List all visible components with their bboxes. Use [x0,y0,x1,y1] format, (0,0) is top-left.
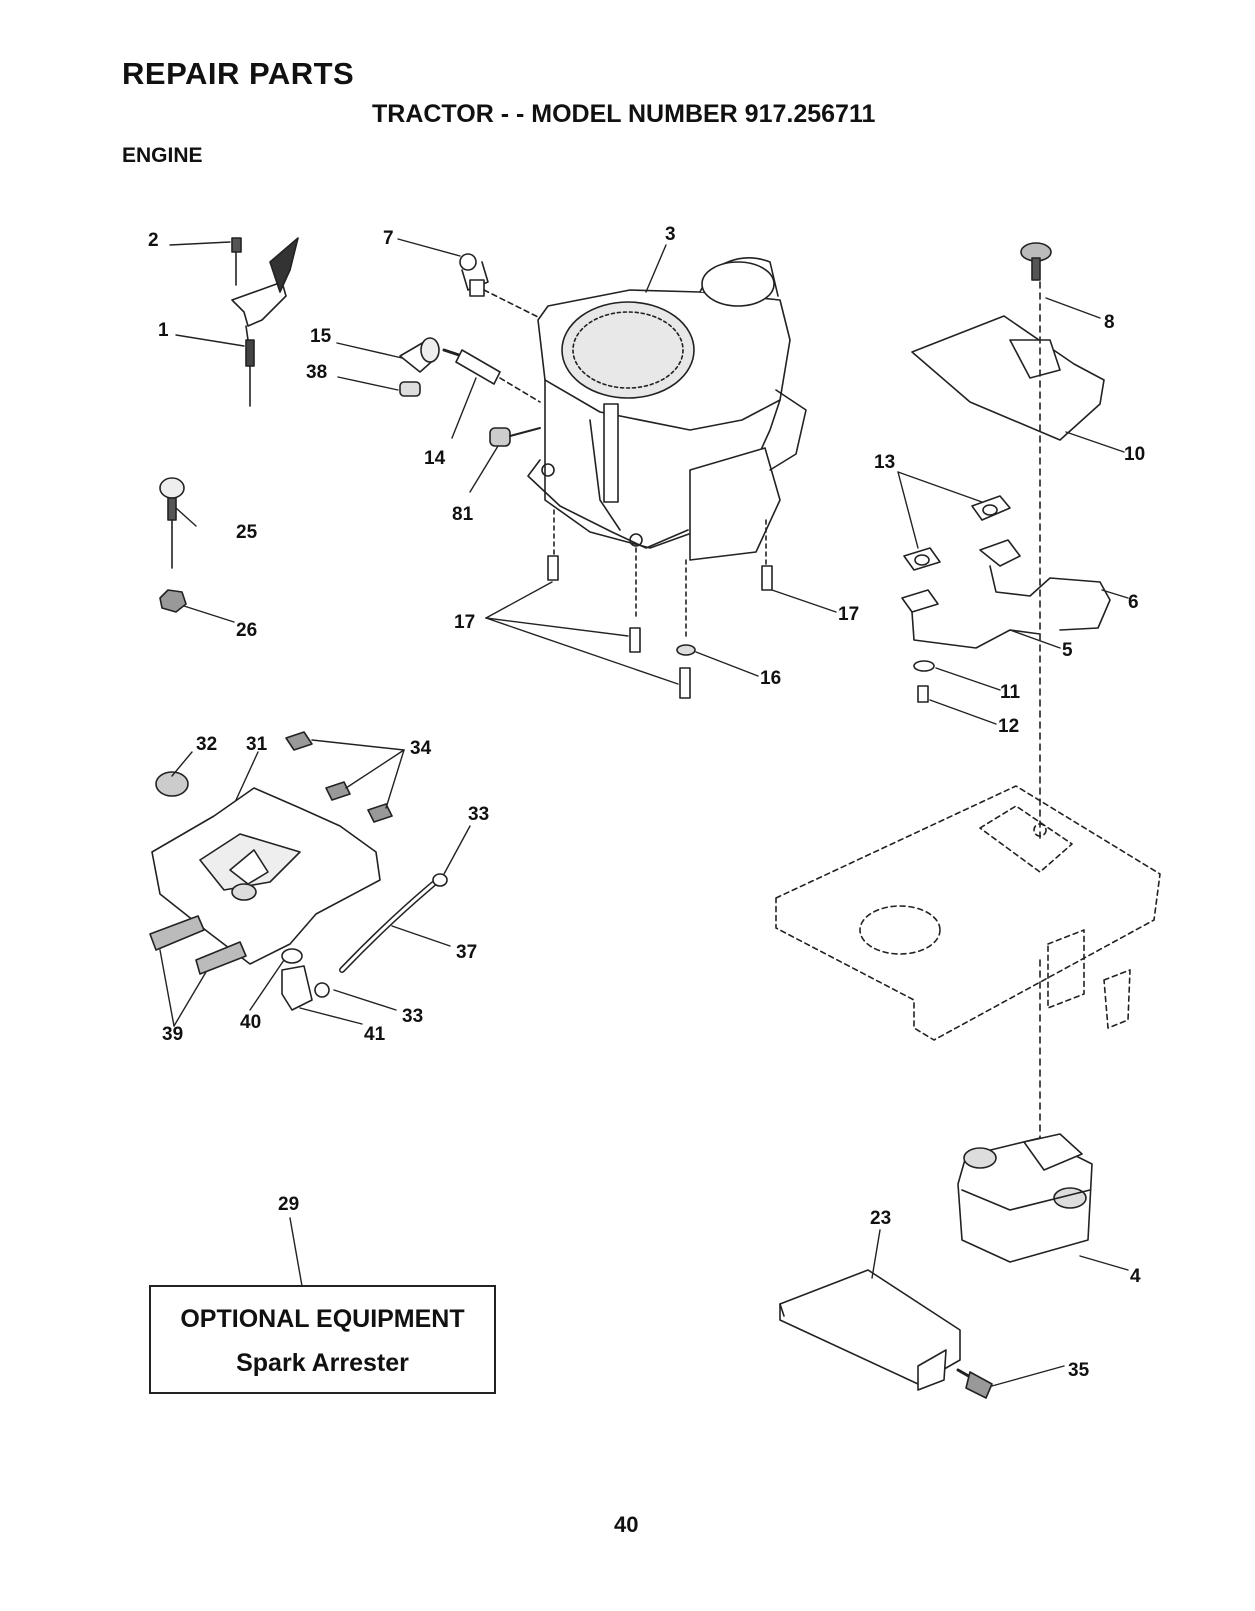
callout-33-bottom: 33 [402,1006,423,1027]
callout-8: 8 [1104,312,1115,333]
callout-3: 3 [665,224,676,245]
callout-14: 14 [424,448,446,469]
optional-equipment-title: OPTIONAL EQUIPMENT [151,1305,494,1334]
callout-12: 12 [998,716,1019,737]
callout-10: 10 [1124,444,1145,465]
callout-16: 16 [760,668,781,689]
callout-38: 38 [306,362,327,383]
throttle-bracket-part [232,238,298,406]
muffler-part [958,1134,1092,1262]
callout-13: 13 [874,452,895,473]
spark-arrester-label: Spark Arrester [151,1349,494,1378]
exhaust-pipes-part [902,496,1110,702]
callout-6: 6 [1128,592,1139,613]
callout-26: 26 [236,620,257,641]
callout-81: 81 [452,504,474,525]
callout-33-top: 33 [468,804,489,825]
optional-equipment-box: OPTIONAL EQUIPMENT Spark Arrester [149,1285,496,1394]
clamp-part [460,254,540,318]
callout-37: 37 [456,942,477,963]
dipstick-part [160,478,186,612]
engine-bolts-part [548,556,772,698]
air-cleaner-part [150,732,447,1010]
callout-2: 2 [148,230,159,251]
callout-17-right: 17 [838,604,859,625]
callout-25: 25 [236,522,258,543]
page-number: 40 [614,1512,638,1538]
callout-41: 41 [364,1024,386,1045]
callout-32: 32 [196,734,217,755]
callout-5: 5 [1062,640,1073,661]
callout-35: 35 [1068,1360,1090,1381]
callout-23: 23 [870,1208,891,1229]
callout-40: 40 [240,1012,261,1033]
muffler-guard-part [780,1270,992,1398]
callout-15: 15 [310,326,332,347]
callout-7: 7 [383,228,394,249]
callout-29: 29 [278,1194,299,1215]
chassis-frame-part [776,786,1160,1040]
callout-31: 31 [246,734,268,755]
callout-17-left: 17 [454,612,475,633]
callout-39: 39 [162,1024,183,1045]
callout-11: 11 [1000,682,1021,703]
callout-34: 34 [410,738,432,759]
callout-1: 1 [158,320,169,341]
callout-4: 4 [1130,1266,1141,1287]
